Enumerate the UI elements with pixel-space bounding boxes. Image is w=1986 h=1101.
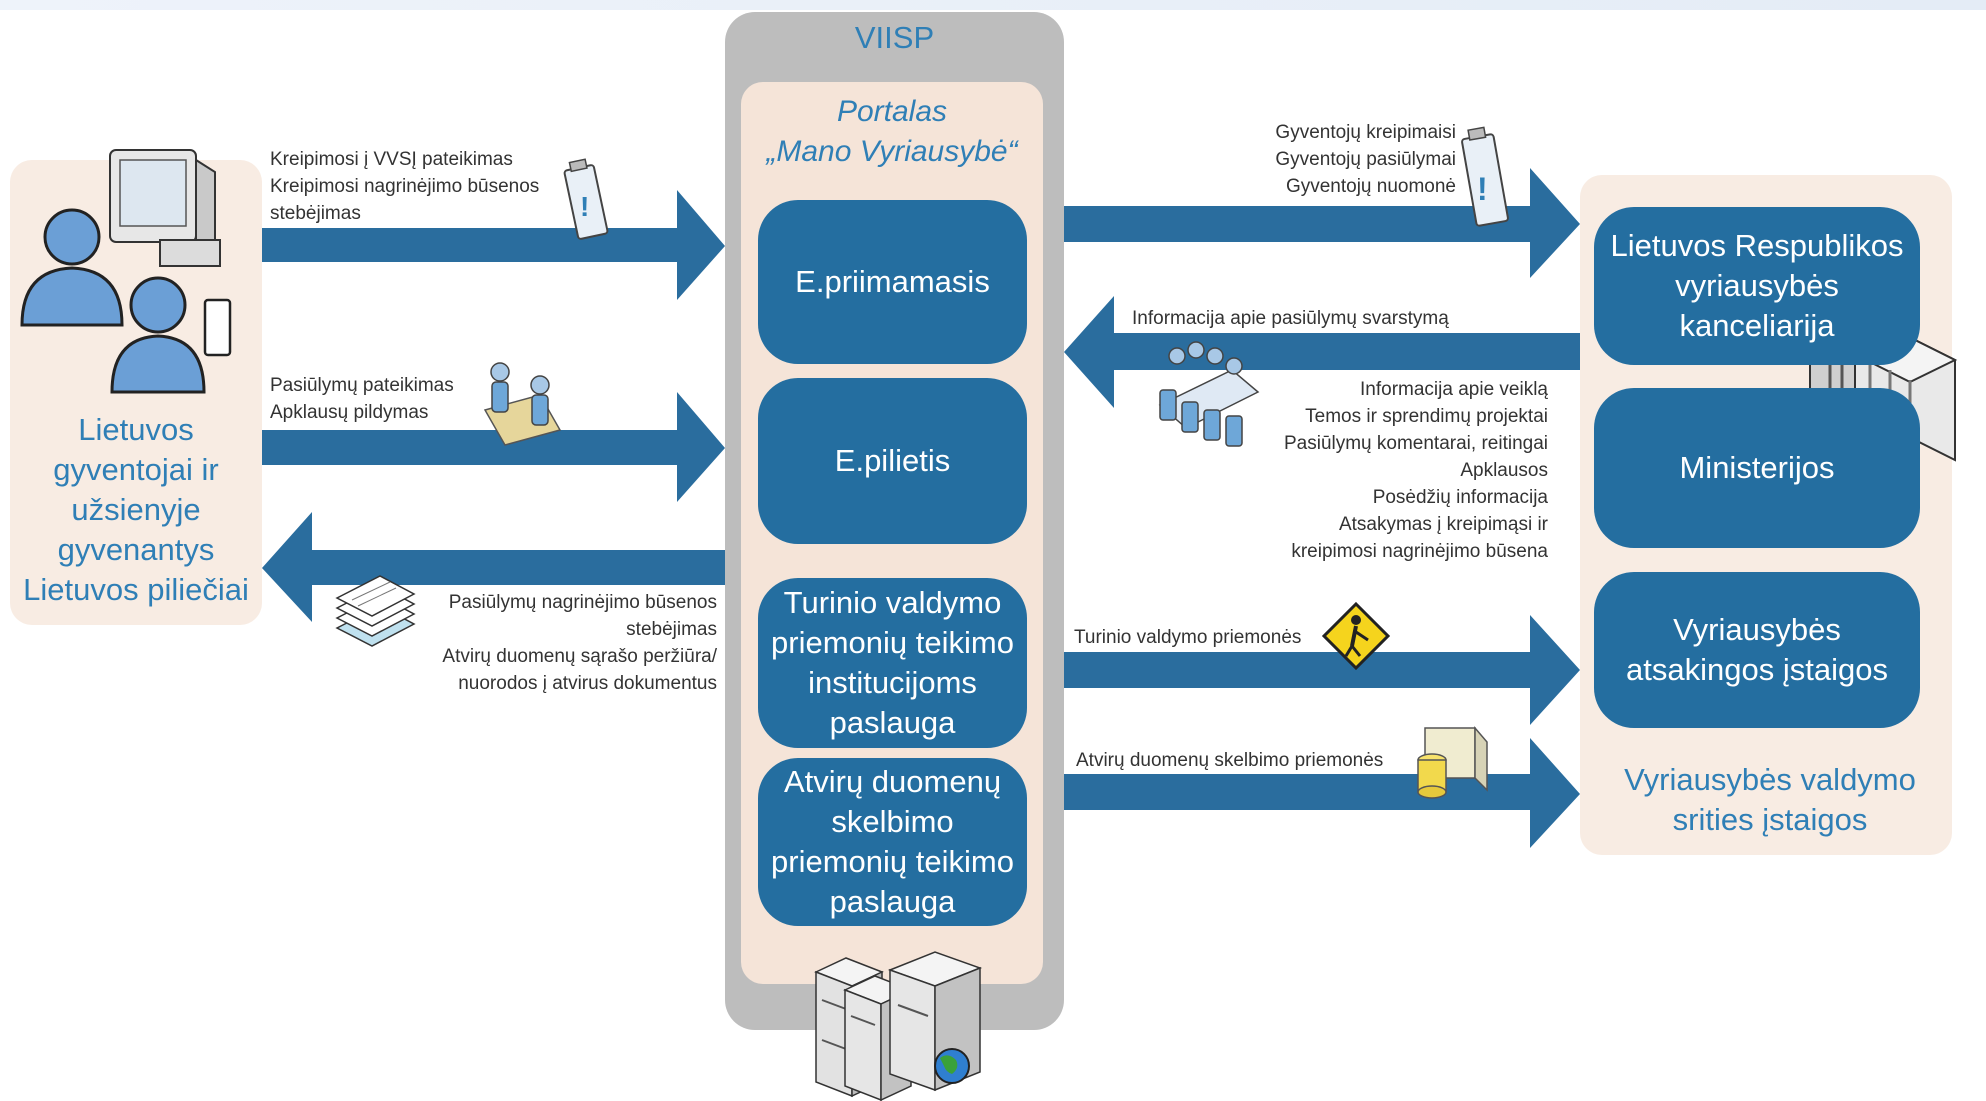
info-item: Posėdžių informacija <box>1372 487 1548 508</box>
viisp-title: VIISP <box>854 20 935 55</box>
globe-icon <box>934 1048 970 1084</box>
info-item: Atsakymas į kreipimąsi ir <box>1338 514 1548 535</box>
portal-title-line2: „Mano Vyriausybė“ <box>766 135 1018 168</box>
flow-text-line: Kreipimosi nagrinėjimo būsenos <box>270 176 540 197</box>
computer-icon <box>109 149 221 267</box>
flow-text-feedback: Pasiūlymų nagrinėjimo būsenos stebėjimas… <box>418 589 717 697</box>
flow-text-line: nuorodos į atvirus dokumentus <box>458 673 717 694</box>
flow-text-content-tools: Turinio valdymo priemonės <box>1074 627 1302 648</box>
service-e-priimamasis: E.priimamasis <box>758 200 1027 364</box>
box-ministries: Ministerijos <box>1594 388 1920 548</box>
flow-text-request: Kreipimosi į VVSĮ pateikimas Kreipimosi … <box>270 146 539 227</box>
flow-text-line: stebėjimas <box>270 203 361 224</box>
svg-text:!: ! <box>580 191 589 222</box>
arrow-citizens-to-eprimamasis <box>262 190 725 300</box>
flow-text-citizen-input: Gyventojų kreipimaisi Gyventojų pasiūlym… <box>1180 119 1456 200</box>
arrow-open-data-tools <box>1064 738 1580 848</box>
flow-text-proposal-review: Informacija apie pasiūlymų svarstymą <box>1132 308 1449 329</box>
documents-icon <box>335 575 416 647</box>
info-item: kreipimosi nagrinėjimo būsena <box>1291 541 1548 562</box>
flow-text-line: Apklausų pildymas <box>270 402 429 423</box>
svg-text:!: ! <box>1477 171 1488 207</box>
info-item: Informacija apie veiklą <box>1360 379 1548 400</box>
user-icon <box>20 208 124 327</box>
portal-title-line1: Portalas <box>836 95 948 128</box>
flow-text-line: Pasiūlymų pateikimas <box>270 375 454 396</box>
clipboard-icon: ! <box>1461 126 1509 227</box>
box-responsible-institutions: Vyriausybės atsakingos įstaigos <box>1594 572 1920 728</box>
arrow-citizens-to-epilietis <box>262 392 725 502</box>
info-item: Apklausos <box>1460 460 1548 481</box>
flow-text-line: Gyventojų pasiūlymai <box>1275 149 1456 170</box>
flow-text-line: Pasiūlymų nagrinėjimo būsenos <box>448 592 717 613</box>
conference-icon <box>1158 341 1260 447</box>
info-item: Pasiūlymų komentarai, reitingai <box>1283 433 1548 454</box>
arrow-portal-to-citizens <box>262 512 725 622</box>
flow-text-open-data-tools: Atvirų duomenų skelbimo priemonės <box>1076 750 1384 771</box>
user-icon <box>110 276 232 394</box>
database-icon <box>1417 725 1488 799</box>
worker-sign-icon <box>1321 601 1391 671</box>
flow-text-line: Atvirų duomenų sąrašo peržiūra/ <box>442 646 717 667</box>
flow-text-proposals: Pasiūlymų pateikimas Apklausų pildymas <box>270 372 454 426</box>
arrow-content-tools <box>1064 615 1580 725</box>
portal-title: Portalas „Mano Vyriausybė“ <box>741 92 1043 172</box>
institutions-label: Vyriausybės valdymo srities įstaigos <box>1624 762 1916 837</box>
citizens-label: Lietuvos gyventojai ir užsienyje gyvenan… <box>23 412 249 607</box>
box-government-chancellery: Lietuvos Respublikos vyriausybės kanceli… <box>1594 207 1920 365</box>
top-band <box>0 0 1986 10</box>
clipboard-icon: ! <box>563 158 609 240</box>
meeting-icon <box>483 362 562 446</box>
arrow-institutions-to-portal <box>1064 296 1580 408</box>
flow-text-line: Gyventojų kreipimaisi <box>1275 122 1456 143</box>
arrow-portal-to-chancellery <box>1064 168 1580 278</box>
service-e-pilietis: E.pilietis <box>758 378 1027 544</box>
flow-text-line: Kreipimosi į VVSĮ pateikimas <box>270 149 513 170</box>
flow-text-line: stebėjimas <box>626 619 717 640</box>
info-item: Temos ir sprendimų projektai <box>1305 406 1548 427</box>
service-open-data: Atvirų duomenų skelbimo priemonių teikim… <box>758 758 1027 926</box>
service-content-management: Turinio valdymo priemonių teikimo instit… <box>758 578 1027 748</box>
flow-text-information-list: Informacija apie veiklą Temos ir sprendi… <box>1250 376 1548 565</box>
flow-text-line: Gyventojų nuomonė <box>1285 176 1456 197</box>
